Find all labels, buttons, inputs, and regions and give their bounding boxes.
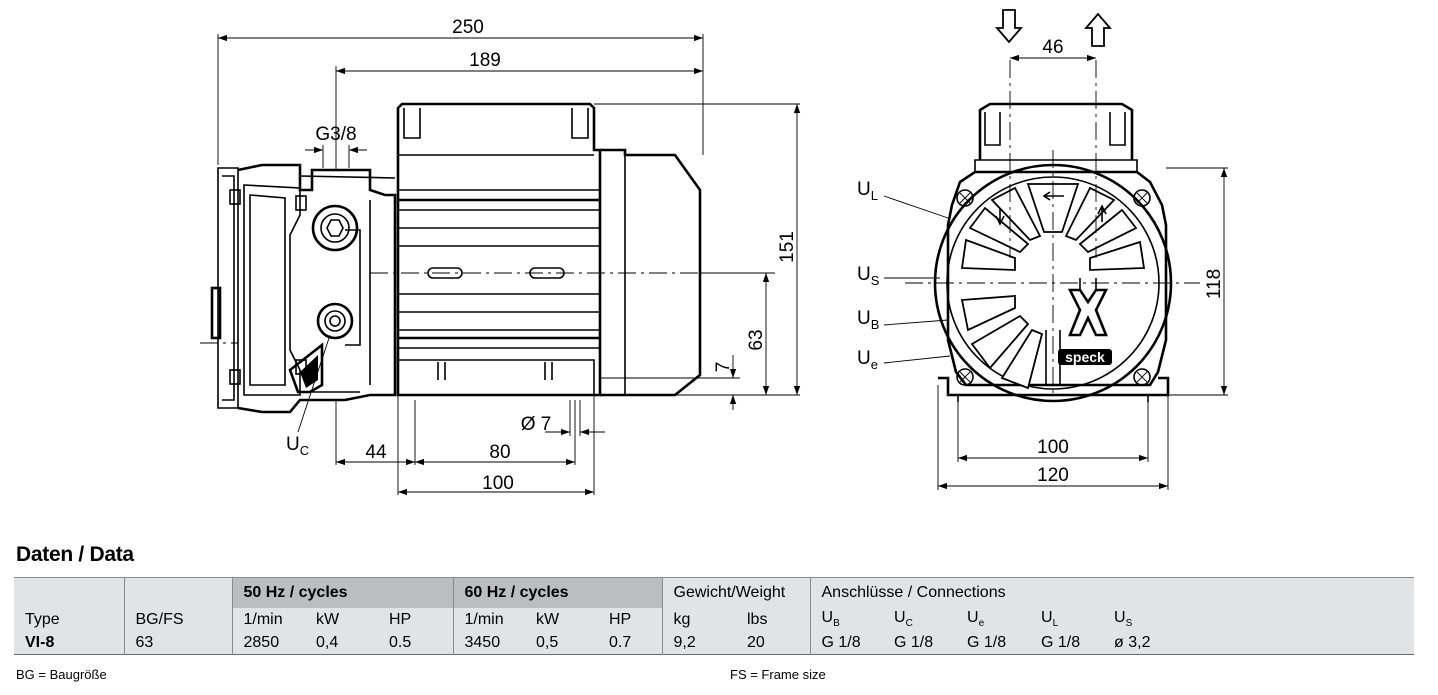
- footnote-fs: FS = Frame size: [730, 667, 826, 682]
- cell-us: ø 3,2: [1114, 633, 1151, 651]
- dim-118: 118: [1204, 269, 1225, 299]
- header-rpm60: 1/min: [452, 608, 525, 631]
- header-us: US: [1114, 609, 1133, 630]
- header-ue: Ue: [967, 609, 985, 630]
- dim-120: 120: [1037, 465, 1069, 486]
- header-hp50: HP: [389, 610, 412, 628]
- header-lbs: lbs: [747, 610, 768, 628]
- cell-type: VI-8: [25, 633, 55, 651]
- cell-ue: G 1/8: [967, 633, 1007, 651]
- header-connections: Anschlüsse / Connections: [809, 577, 1414, 608]
- label-ul: UL: [857, 179, 878, 203]
- dim-100-side: 100: [482, 473, 514, 494]
- table-row: VI-8 63 2850 0,4 0.5 3450 0,5 0.7 9,2 20…: [14, 631, 1414, 655]
- dim-thread: G3/8: [315, 124, 356, 145]
- label-ub: UB: [857, 308, 879, 332]
- table-group-header-row: 50 Hz / cycles 60 Hz / cycles Gewicht/We…: [14, 577, 1414, 608]
- dim-46: 46: [1042, 37, 1063, 58]
- cell-kw50: 0,4: [316, 633, 339, 651]
- header-kw50: kW: [316, 610, 340, 628]
- brand-logo: speck: [1065, 349, 1105, 365]
- label-uc: UC: [286, 434, 309, 458]
- label-us: US: [857, 264, 880, 288]
- dim-250: 250: [452, 17, 484, 38]
- section-title: Daten / Data: [16, 543, 134, 566]
- technical-drawing: 250 189 G3/8 151 63 7 Ø 7 44 80 100 UC: [200, 9, 1228, 496]
- dim-80: 80: [489, 442, 510, 463]
- dim-151: 151: [777, 231, 798, 263]
- side-view: 250 189 G3/8 151 63 7 Ø 7 44 80 100 UC: [200, 17, 801, 496]
- cell-lbs: 20: [747, 633, 765, 651]
- dim-63: 63: [746, 329, 767, 350]
- table-sub-header-row: Type BG/FS 1/min kW HP 1/min kW HP kg lb…: [14, 608, 1414, 631]
- cell-hp60: 0.7: [609, 633, 632, 651]
- cell-kg: 9,2: [661, 631, 736, 655]
- data-table: 50 Hz / cycles 60 Hz / cycles Gewicht/We…: [14, 577, 1414, 655]
- cell-kw60: 0,5: [536, 633, 559, 651]
- dim-44: 44: [365, 442, 387, 463]
- front-view: speck 46 1: [857, 9, 1228, 490]
- cell-rpm50: 2850: [231, 631, 305, 655]
- dim-189: 189: [469, 50, 501, 71]
- header-rpm50: 1/min: [231, 608, 305, 631]
- dim-hole: Ø 7: [521, 414, 552, 435]
- cell-ul: G 1/8: [1041, 633, 1081, 651]
- header-ul: UL: [1041, 609, 1059, 630]
- header-60hz: 60 Hz / cycles: [452, 577, 662, 608]
- header-50hz: 50 Hz / cycles: [231, 577, 453, 608]
- header-bgfs: BG/FS: [123, 608, 232, 631]
- header-weight: Gewicht/Weight: [661, 577, 810, 608]
- cell-rpm60: 3450: [452, 631, 525, 655]
- dim-7: 7: [713, 362, 734, 373]
- footnote-bg: BG = Baugröße: [16, 667, 107, 682]
- header-kg: kg: [661, 608, 736, 631]
- header-kw60: kW: [536, 610, 560, 628]
- cell-bgfs: 63: [123, 631, 232, 655]
- header-ub: UB: [809, 608, 883, 631]
- header-uc: UC: [894, 609, 913, 630]
- cell-hp50: 0.5: [389, 633, 412, 651]
- label-ue: Ue: [857, 348, 878, 372]
- cell-ub: G 1/8: [809, 631, 883, 655]
- cell-uc: G 1/8: [894, 633, 934, 651]
- header-hp60: HP: [609, 610, 632, 628]
- dim-100-front: 100: [1037, 437, 1069, 458]
- header-type: Type: [25, 610, 60, 628]
